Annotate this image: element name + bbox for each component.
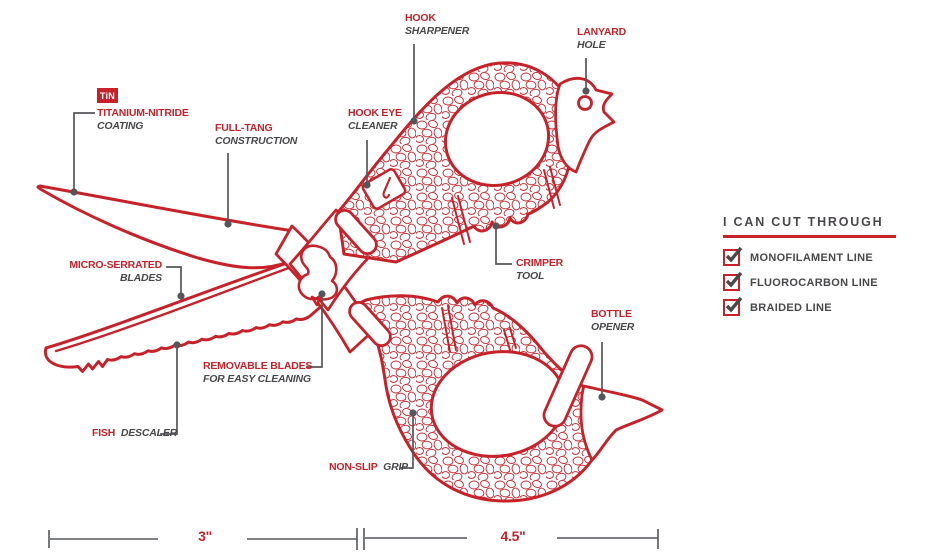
lower-blade <box>43 258 334 373</box>
label-sub: TOOL <box>516 269 545 282</box>
label-micro-serrated: MICRO-SERRATED BLADES <box>60 259 162 285</box>
hook-eye-window <box>361 168 407 210</box>
pivot-latch-cutout <box>297 244 339 307</box>
label-sub: COATING <box>97 119 144 132</box>
upper-latch <box>334 208 378 256</box>
panel-rule <box>723 235 896 238</box>
label-title: HOOK EYE <box>348 107 402 119</box>
label-sub: CONSTRUCTION <box>215 134 298 147</box>
leader-dots <box>70 87 606 417</box>
label-titanium-nitride: TITANIUM-NITRIDE COATING <box>97 107 189 133</box>
upper-handle-hole <box>443 91 551 187</box>
checkmark-icon <box>725 296 743 313</box>
panel-heading: I CAN CUT THROUGH <box>723 215 884 229</box>
label-sub: DESCALER <box>120 427 177 439</box>
checkmark-icon <box>725 271 743 288</box>
label-title: TITANIUM-NITRIDE <box>97 107 189 119</box>
check-item-label: BRAIDED LINE <box>750 301 832 314</box>
label-full-tang: FULL-TANG CONSTRUCTION <box>215 122 297 148</box>
label-title: FISH <box>92 427 116 439</box>
upper-grip-dividers <box>451 166 561 245</box>
label-sub: CLEANER <box>348 119 398 132</box>
check-item-label: FLUOROCARBON LINE <box>750 276 878 289</box>
lanyard-hole-circle <box>577 95 593 111</box>
check-item-fluorocarbon: FLUOROCARBON LINE <box>723 271 908 291</box>
lower-latch <box>348 300 392 348</box>
label-title: NON-SLIP <box>329 461 378 473</box>
checkbox <box>723 296 743 316</box>
check-item-braided: BRAIDED LINE <box>723 296 908 316</box>
dimension-label-3in: 3" <box>198 528 212 544</box>
label-lanyard-hole: LANYARD HOLE <box>577 26 626 52</box>
label-sub: FOR EASY CLEANING <box>203 372 311 385</box>
blade-bevel-line <box>54 264 296 353</box>
bottle-opener-spout <box>579 384 664 462</box>
label-bottle-opener: BOTTLE OPENER <box>591 308 634 334</box>
label-sub: SHARPENER <box>405 24 470 37</box>
label-sub: OPENER <box>591 320 635 333</box>
dimension-label-4-5in: 4.5" <box>500 528 526 544</box>
label-title: LANYARD <box>577 26 626 38</box>
checkbox <box>723 271 743 291</box>
bottle-opener-lever <box>542 344 594 428</box>
lower-grip-dividers <box>441 305 517 353</box>
check-item-label: MONOFILAMENT LINE <box>750 251 874 264</box>
label-removable-blades: REMOVABLE BLADES FOR EASY CLEANING <box>203 360 312 386</box>
label-title: HOOK <box>405 12 436 24</box>
label-fish-descaler: FISH DESCALER <box>92 427 177 440</box>
label-hook-sharpener: HOOK SHARPENER <box>405 12 469 38</box>
leader-lines <box>73 44 603 469</box>
label-title: REMOVABLE BLADES <box>203 360 313 372</box>
hook-eye-pick <box>382 176 392 199</box>
label-title: CRIMPER <box>516 257 564 269</box>
label-non-slip-grip: NON-SLIP GRIP <box>329 461 408 474</box>
cut-through-panel: I CAN CUT THROUGH MONOFILAMENT LINE FLUO… <box>723 215 908 325</box>
lanyard-end-cap <box>554 76 616 174</box>
upper-blade <box>36 184 296 270</box>
label-sub: HOLE <box>577 38 606 51</box>
label-hook-eye-cleaner: HOOK EYE CLEANER <box>348 107 402 133</box>
checkmark-icon <box>725 246 743 263</box>
label-title: MICRO-SERRATED <box>69 259 162 271</box>
tin-badge: TiN <box>97 88 118 103</box>
label-title: FULL-TANG <box>215 122 273 134</box>
dimension-lines <box>48 528 659 550</box>
label-sub: GRIP <box>383 461 408 473</box>
checkbox <box>723 246 743 266</box>
label-sub: BLADES <box>120 271 162 284</box>
label-title: BOTTLE <box>591 308 632 320</box>
label-crimper-tool: CRIMPER TOOL <box>516 257 563 283</box>
check-item-monofilament: MONOFILAMENT LINE <box>723 246 908 266</box>
